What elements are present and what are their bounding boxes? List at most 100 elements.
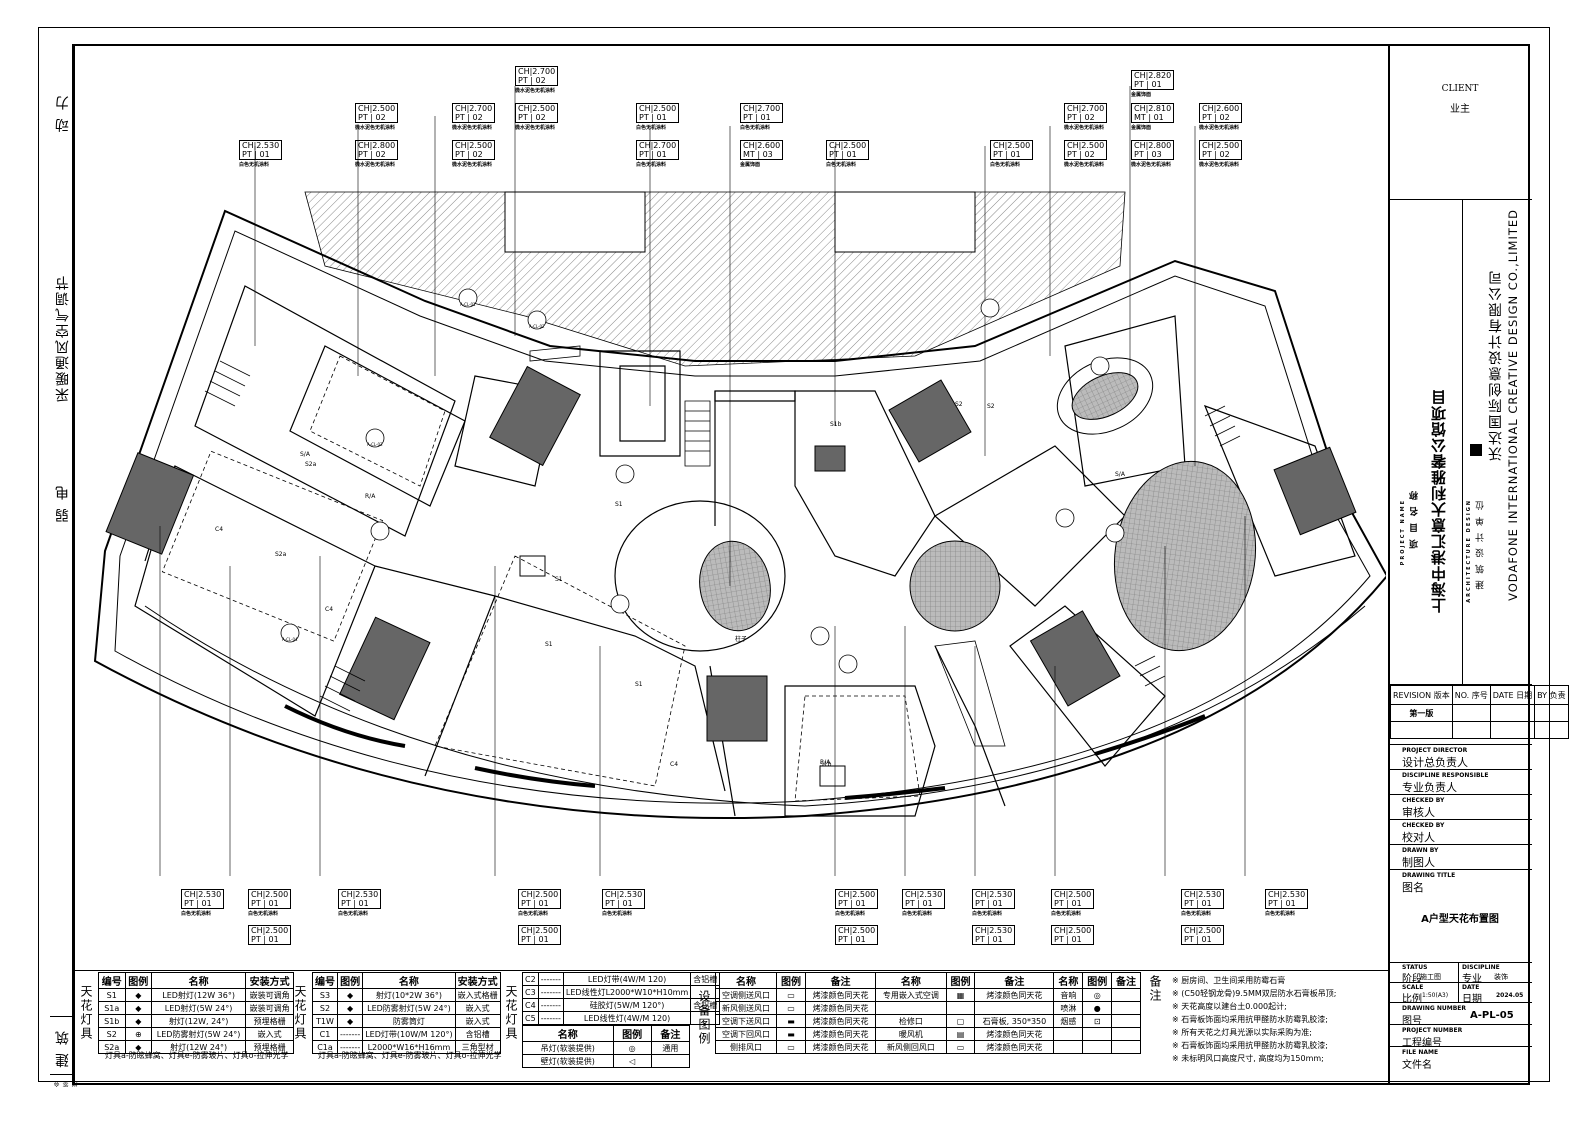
mark-s1: S1 [615,501,623,508]
legend-lights-footnote: 灯具a-防眩蜂窝、灯具e-防雾玻片、灯具o-拉伸光学 [105,1051,289,1060]
legend-pendant-table: 名称图例备注 吊灯(软装提供)◎通用 壁灯(软装提供)◁ [522,1025,691,1068]
project-title: 上海中港汇意大利雅奢公馆项目 [1430,389,1448,613]
legend-strips-label: 天花灯具 [504,985,518,1041]
status-row: STATUS 阶段 施工图 DISCIPLINE 专业 装饰 [1390,962,1530,1002]
ceiling-floor-plan: S1 S1 S1 S1 S2 S2 S2a S2a C4 C4 C4 S1b S… [93,86,1386,876]
scale-row: SCALE 比例 1:50(A3) DATE 日期 2024.05 [1402,984,1524,1005]
legend-lights-table: 编号图例名称安装方式 S1◆LED射灯(12W 36°)嵌装可调角 S1a◆LE… [98,972,294,1054]
project-block: PROJECT NAME 项 目 名 称 上海中港汇意大利雅奢公馆项目 ARCH… [1390,199,1530,684]
mark-column: 柱子 [735,635,747,643]
company-logo [1470,444,1482,456]
legend-strips-table: C2-------LED灯带(4W/M 120)含铝槽 C3-------LED… [522,972,721,1025]
discipline-hvac: 采暖通风空气调节 [55,274,71,402]
field-zh: 校对人 [1402,831,1435,844]
drawing-number: A-PL-05 [1470,1010,1514,1021]
note-item: ※ 天花高度以建台土0.000起计; [1172,1002,1287,1011]
project-name-zh: 项 目 名 称 [1410,489,1420,549]
legend-area [73,970,1388,1085]
note-item: ※ 石膏板饰面均采用抗甲醛防水防霉乳胶漆; [1172,1041,1328,1050]
legend-lights-label-2: 天花灯具 [293,985,307,1041]
mark-c4: C4 [325,606,333,613]
mark-sa: S/A [1115,471,1126,478]
mark-sa: S/A [300,451,311,458]
field-zh: 审核人 [1402,806,1435,819]
discipline-weak-current: 弱 电 [55,484,71,523]
mark-s2: S2 [955,401,963,408]
mark-s2: S2 [987,403,995,410]
title-block: CLIENT 业主 PROJECT NAME 项 目 名 称 上海中港汇意大利雅… [1388,44,1569,1085]
notes-label: 备注 [1148,975,1162,1003]
file-name-en: FILE NAME [1402,1049,1439,1056]
section-tag: A-CL-04 [282,637,298,642]
client-en: CLIENT [1441,84,1479,94]
mark-ra: R/A [820,759,831,766]
drawing-number-en: DRAWING NUMBER [1402,1005,1467,1012]
section-tag: A-CL-02 [529,324,545,329]
discipline-power: 动 力 [55,94,71,133]
outer-frame [38,27,1550,1082]
client-zh: 业主 [1450,104,1470,115]
drawing-number-zh: 图号 [1402,1016,1422,1027]
field-zh: 制图人 [1402,856,1435,869]
legend-lights-table-2: 编号图例名称安装方式 S3◆射灯(10*2W 36°)嵌入式格栅 S2◆LED防… [312,972,501,1054]
mark-ra: R/A [365,493,376,500]
mark-c4: C4 [670,761,678,768]
legend-lights-label: 天花灯具 [79,985,93,1041]
field-en: DRAWN BY [1402,847,1439,854]
company-name-zh: 沃达国际创意设计有限公司 [1488,269,1504,461]
legend-lights-footnote-2: 灯具a-防眩蜂窝、灯具e-防雾玻片、灯具o-拉伸光学 [318,1051,502,1060]
note-item: ※ 所有天花之灯具光源以实际采购为准; [1172,1028,1312,1037]
drawing-title: A户型天花布置图 [1421,914,1499,925]
project-number-en: PROJECT NUMBER [1402,1027,1463,1034]
mark-s2a: S2a [305,461,317,468]
project-number-zh: 工程编号 [1402,1038,1442,1049]
note-item: ※ 石膏板饰面均采用抗甲醛防水防霉乳胶漆; [1172,1015,1328,1024]
field-en: CHECKED BY [1402,822,1445,829]
mark-s1b: S1b [820,761,832,768]
field-en: DISCIPLINE RESPONSIBLE [1402,772,1489,779]
inner-frame [73,44,1530,1085]
mark-s1: S1 [635,681,643,688]
discipline-strip: 动 力 采暖通风空气调节 弱 电 建 筑 会签栏 [50,44,79,1087]
section-tag: A-CL-01 [460,302,476,307]
mark-s1b: S1b [830,421,842,428]
mark-c4: C4 [215,526,223,533]
mark-s2a: S2a [275,551,287,558]
mark-s1: S1 [555,576,563,583]
legend-equipment-label: 设备图例 [697,990,711,1046]
legend-equipment-table: 名称图例备注 名称图例备注 名称图例备注 空调侧送风口▭烤漆颜色同天花专用嵌入式… [714,972,1141,1054]
file-name-zh: 文件名 [1402,1060,1432,1071]
field-zh: 图名 [1402,881,1424,894]
note-item: ※ (C50轻钢龙骨)9.5MM双层防水石膏板吊顶; [1172,989,1337,998]
